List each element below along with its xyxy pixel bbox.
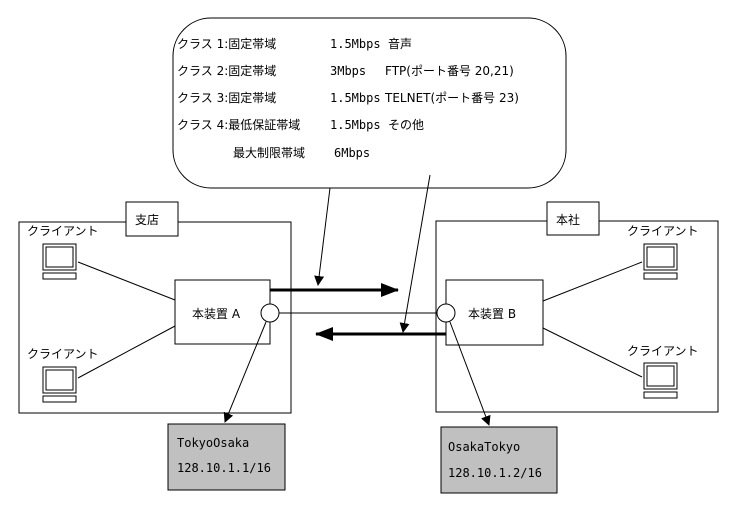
route-pointer-a [223,321,267,423]
head-client-label-1: クライアント [627,224,699,238]
class-1-detail: 音声 [388,36,412,51]
device-b-label: 本装置 B [468,307,516,321]
route-b-address: 128.10.1.2/16 [448,466,542,480]
head-label-box [546,201,600,236]
computer-icon [643,362,678,399]
device-b-box [445,279,544,346]
head-client-link-2 [542,327,643,378]
computer-icon [42,243,77,280]
callout-pointer-b [399,174,431,333]
callout-pointer-a [314,187,331,286]
route-pointer-b [449,321,491,426]
route-b-name: OsakaTokyo [448,440,520,454]
route-a-name: TokyoOsaka [177,436,249,450]
class-line-4: クラス 4:最低保証帯域 1.5Mbps その他 [177,118,424,132]
class-3-label: クラス 3:固定帯域 [177,90,276,105]
head-client-label-2: クライアント [627,344,699,358]
interface-a-circle [260,303,280,323]
class-4-label: クラス 4:最低保証帯域 [177,118,300,132]
head-label: 本社 [556,212,580,227]
max-limit-line: 最大制限帯域 6Mbps [233,146,370,160]
class-3-bandwidth: 1.5Mbps [330,91,381,105]
class-4-bandwidth: 1.5Mbps [330,118,381,132]
head-client-link-1 [542,261,643,302]
device-a-box [174,279,271,345]
branch-label-box [125,201,179,237]
class-1-bandwidth: 1.5Mbps [330,37,381,51]
device-a-label: 本装置 A [192,307,241,321]
class-1-label: クラス 1:固定帯域 [177,36,276,51]
route-a-box [167,423,286,491]
branch-label: 支店 [135,213,159,227]
class-2-label: クラス 2:固定帯域 [177,63,276,78]
class-4-detail: その他 [388,118,424,132]
max-limit-label: 最大制限帯域 [233,146,305,160]
branch-client-link-1 [77,261,176,301]
class-3-detail: TELNET(ポート番号 23) [384,91,519,105]
max-limit-bandwidth: 6Mbps [334,146,370,160]
route-b-box [440,426,558,494]
branch-client-label-1: クライアント [27,224,99,238]
route-a-address: 128.10.1.1/16 [177,461,271,475]
class-callout-box [172,17,567,189]
class-line-1: クラス 1:固定帯域 1.5Mbps 音声 [177,36,412,51]
computer-icon [643,243,678,280]
class-2-bandwidth: 3Mbps [330,64,366,78]
class-line-2: クラス 2:固定帯域 3Mbps FTP(ポート番号 20,21) [177,63,514,78]
computer-icon [42,366,77,403]
interface-b-circle [436,303,456,323]
class-line-3: クラス 3:固定帯域 1.5Mbps TELNET(ポート番号 23) [177,90,519,105]
branch-client-link-2 [77,325,176,379]
branch-client-label-2: クライアント [27,347,99,361]
class-2-detail: FTP(ポート番号 20,21) [385,64,514,78]
